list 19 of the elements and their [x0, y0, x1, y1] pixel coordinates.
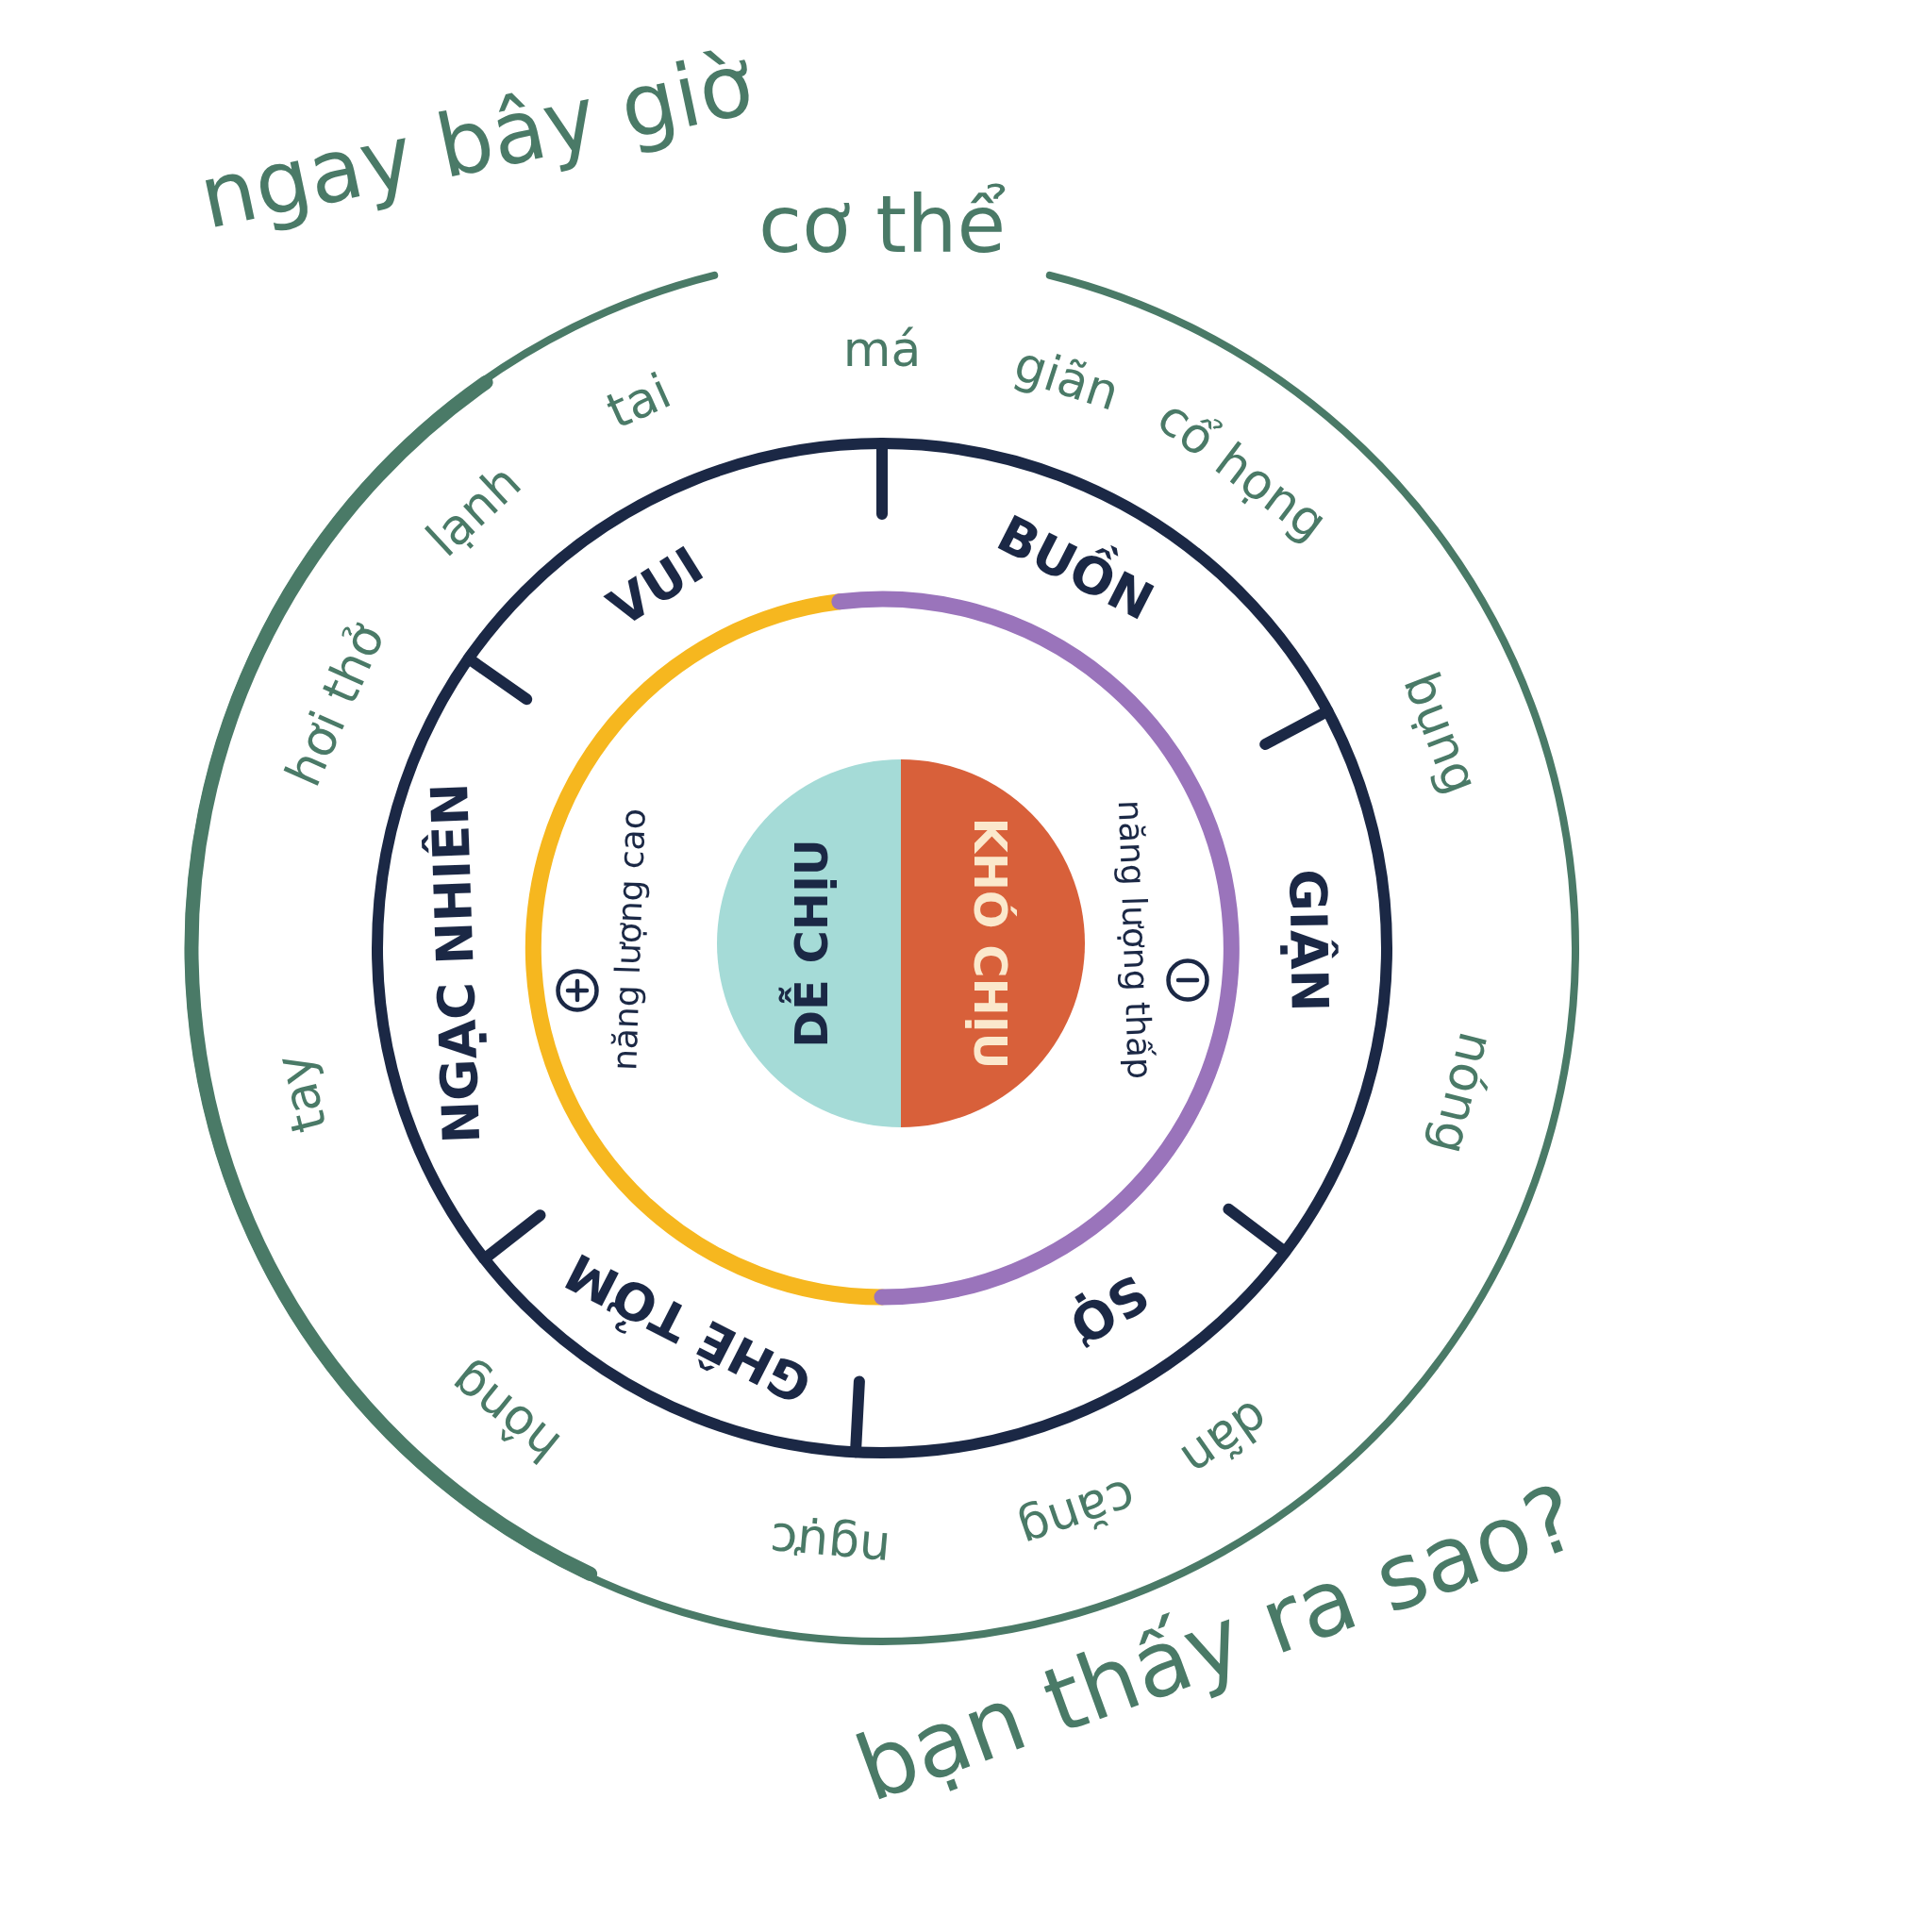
body-word: ngực: [766, 1510, 893, 1580]
emotion-label: NGẠC NHIÊN: [411, 781, 501, 1145]
emotion-label: SỢ: [1053, 1256, 1163, 1364]
body-word: má: [842, 320, 922, 379]
body-word: căng: [1010, 1467, 1144, 1563]
energy-label: năng lượng thấp: [1109, 798, 1160, 1080]
body-word: dãn: [1170, 1388, 1281, 1491]
emotion-label: GIẬN: [1269, 868, 1348, 1013]
emotion-label: VUI: [593, 527, 719, 646]
body-word: nóng: [1420, 1024, 1507, 1162]
energy-label: năng lượng cao: [604, 807, 654, 1072]
body-word: bụng: [1391, 664, 1491, 804]
body-word: tai: [597, 360, 680, 441]
body-word: giãn: [1007, 334, 1127, 424]
feeling-label: KHÓ CHỊU: [963, 817, 1018, 1070]
body-word: lạnh: [414, 452, 533, 569]
body-word: tay: [262, 1047, 339, 1141]
body-word: hơi thở: [273, 613, 397, 796]
feeling-label: DỄ CHỊU: [777, 839, 845, 1048]
